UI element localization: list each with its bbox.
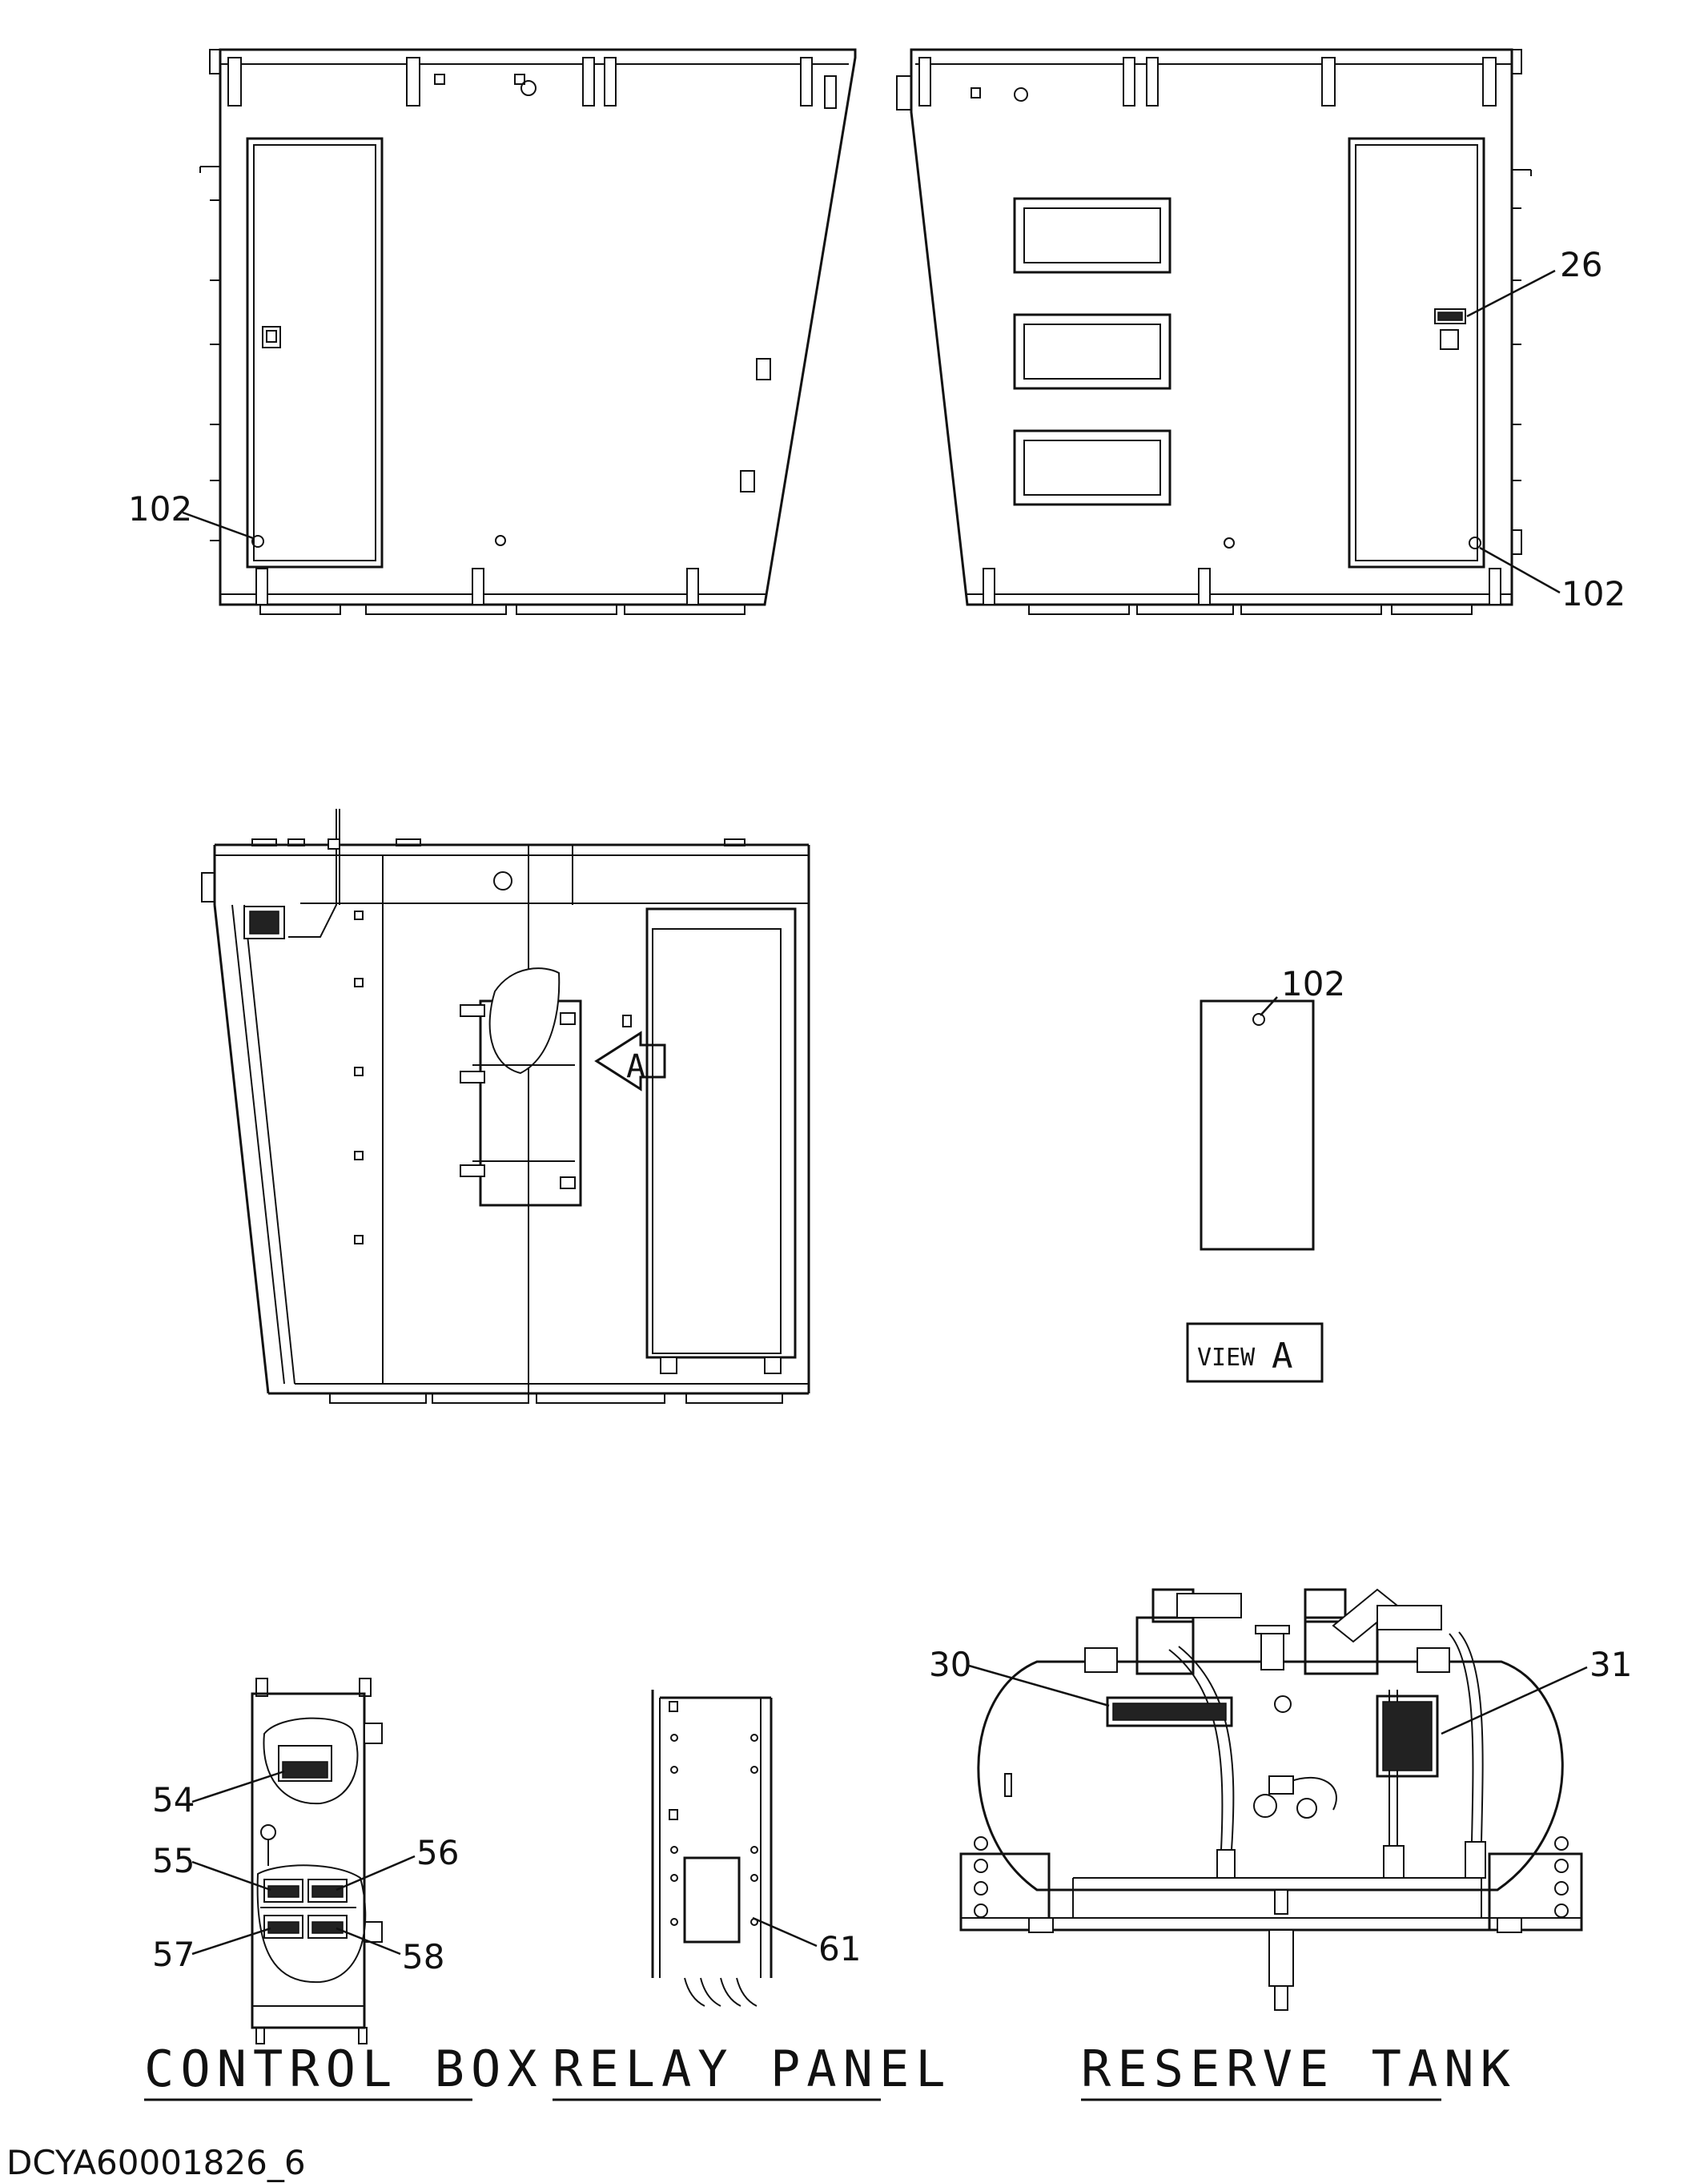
- section-title-relay-panel: RELAY PANEL: [553, 2040, 952, 2101]
- svg-text:A: A: [1272, 1336, 1293, 1377]
- svg-text:57: 57: [152, 1935, 195, 1974]
- svg-text:102: 102: [1281, 964, 1345, 1003]
- document-id: DCYA60001826_6: [6, 2143, 306, 2182]
- top-right-side-view: [896, 48, 1532, 615]
- callout-102-left: 102: [128, 489, 254, 540]
- callout-31: 31: [1441, 1645, 1632, 1735]
- top-left-side-view: [199, 48, 857, 615]
- callout-26: 26: [1466, 245, 1602, 318]
- svg-text:30: 30: [929, 1645, 971, 1684]
- section-title-reserve-tank: RESERVE TANK: [1081, 2040, 1517, 2101]
- callout-54: 54: [152, 1770, 285, 1819]
- svg-text:RELAY PANEL: RELAY PANEL: [553, 2040, 952, 2098]
- svg-text:26: 26: [1560, 245, 1602, 284]
- svg-text:A: A: [626, 1048, 645, 1085]
- callout-56: 56: [336, 1833, 459, 1892]
- callout-55: 55: [152, 1841, 271, 1892]
- svg-text:31: 31: [1589, 1645, 1632, 1684]
- svg-text:58: 58: [402, 1937, 444, 1976]
- control-box-drawing: [251, 1678, 383, 2044]
- reserve-tank-drawing: [959, 1588, 1583, 2011]
- svg-text:CONTROL BOX: CONTROL BOX: [144, 2040, 544, 2098]
- middle-front-view: A: [201, 809, 810, 1404]
- svg-text:VIEW: VIEW: [1197, 1344, 1256, 1372]
- section-title-control-box: CONTROL BOX: [144, 2040, 544, 2101]
- callout-58: 58: [336, 1927, 444, 1976]
- svg-text:55: 55: [152, 1841, 195, 1880]
- view-a-detail: 102 VIEW A: [1186, 964, 1345, 1383]
- callout-57: 57: [152, 1927, 271, 1974]
- relay-panel-drawing: [651, 1690, 773, 2007]
- svg-text:61: 61: [818, 1929, 861, 1968]
- callout-30: 30: [929, 1645, 1110, 1707]
- callout-61: 61: [752, 1916, 861, 1968]
- svg-text:54: 54: [152, 1780, 195, 1819]
- svg-text:102: 102: [128, 489, 192, 529]
- svg-text:56: 56: [416, 1833, 459, 1872]
- svg-text:RESERVE TANK: RESERVE TANK: [1081, 2040, 1517, 2098]
- svg-text:102: 102: [1561, 574, 1626, 613]
- callout-102-right: 102: [1479, 546, 1626, 613]
